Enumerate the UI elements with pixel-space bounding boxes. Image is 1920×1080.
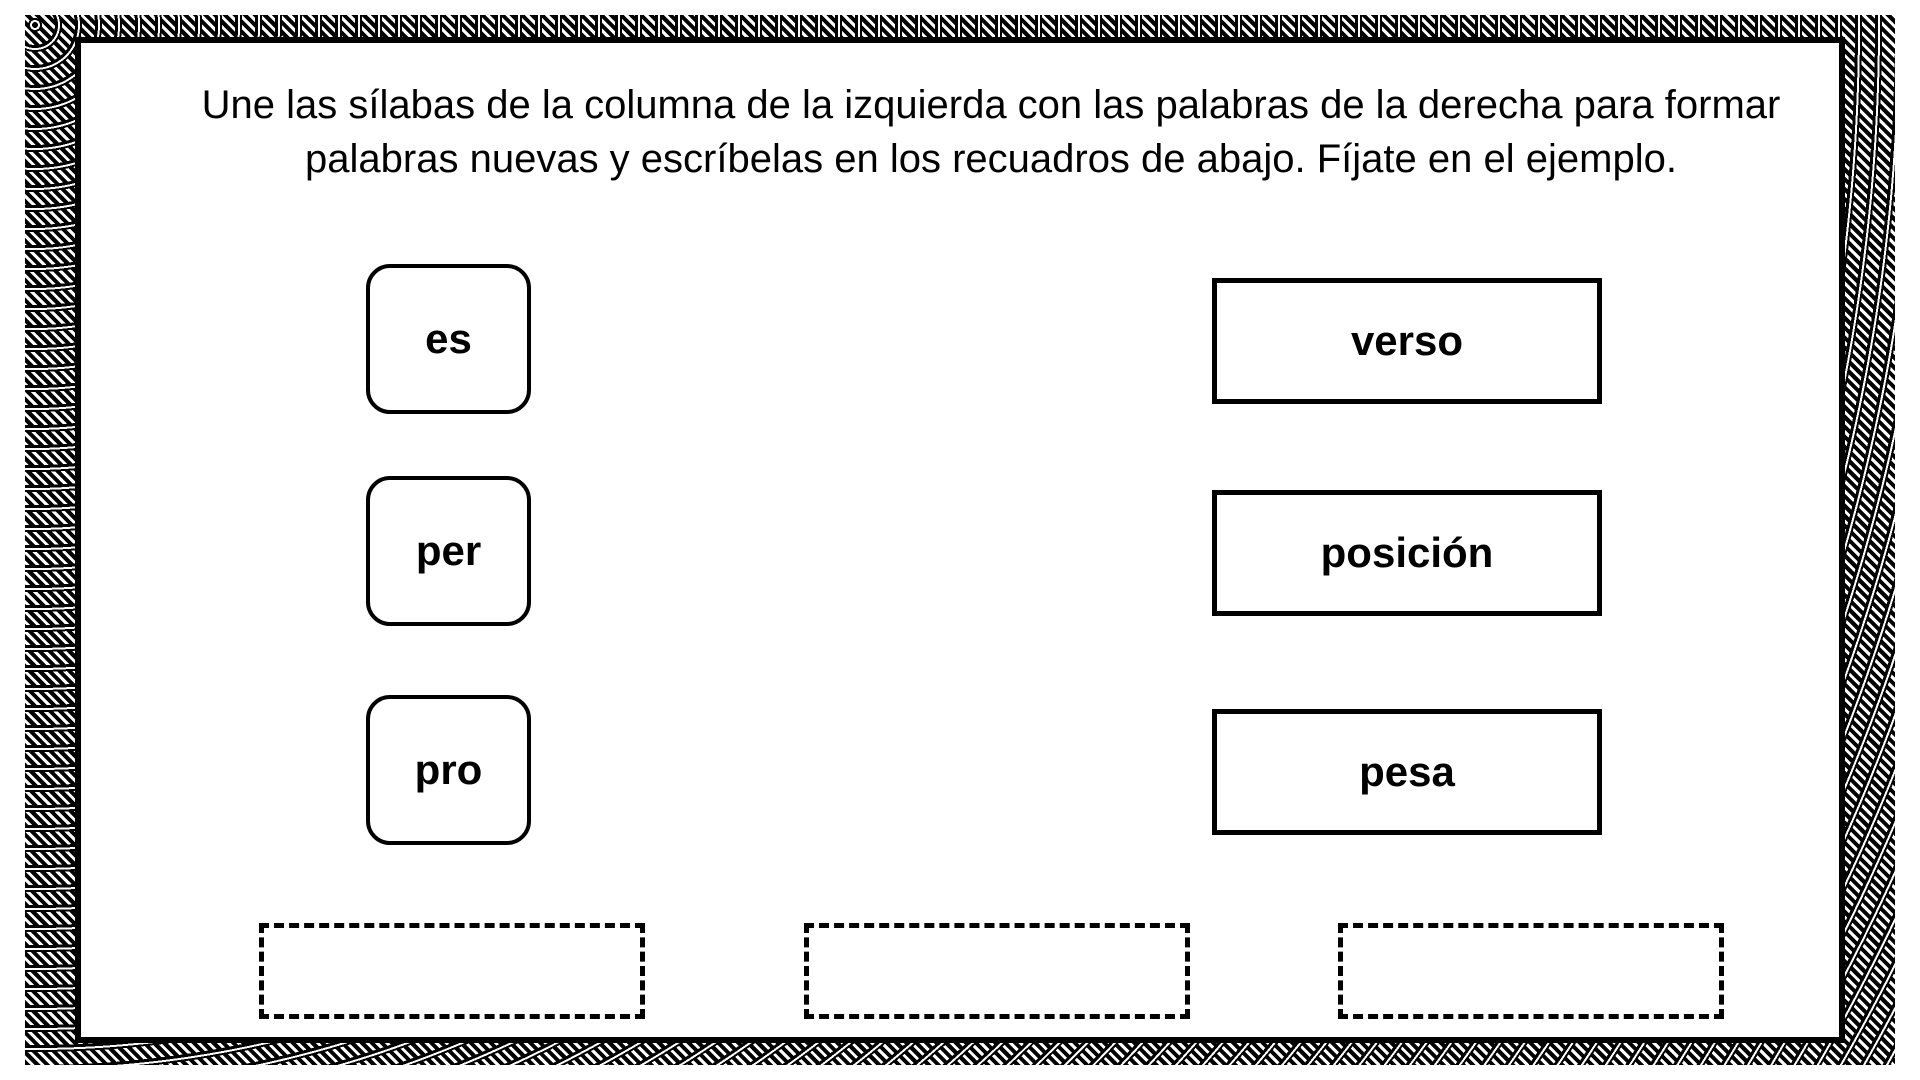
word-card-pesa[interactable]: pesa	[1212, 709, 1602, 835]
answer-box-2[interactable]	[804, 923, 1190, 1019]
instructions-text: Une las sílabas de la columna de la izqu…	[201, 83, 1781, 181]
inner-frame-line: Une las sílabas de la columna de la izqu…	[75, 37, 1845, 1043]
syllable-card-per[interactable]: per	[366, 476, 531, 626]
word-card-posicion[interactable]: posición	[1212, 490, 1602, 616]
answer-box-1[interactable]	[259, 923, 645, 1019]
syllable-card-es[interactable]: es	[366, 264, 531, 414]
word-card-verso[interactable]: verso	[1212, 278, 1602, 404]
answer-box-3[interactable]	[1338, 923, 1724, 1019]
decorative-border: Une las sílabas de la columna de la izqu…	[25, 15, 1895, 1065]
worksheet-card: Une las sílabas de la columna de la izqu…	[81, 43, 1839, 1037]
syllable-card-pro[interactable]: pro	[366, 695, 531, 845]
